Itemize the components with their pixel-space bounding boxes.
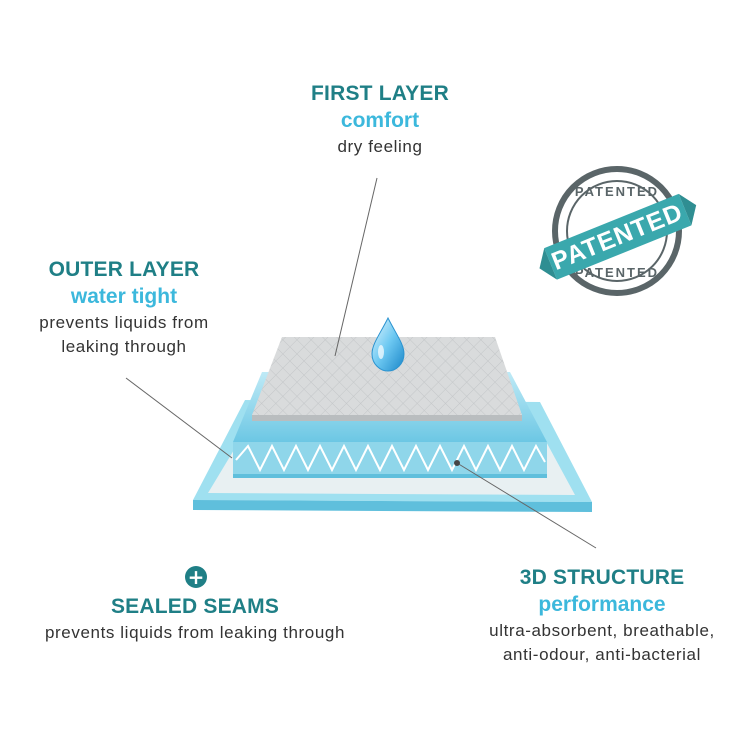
first-layer-shape [252, 337, 522, 421]
structure-desc-1: ultra-absorbent, breathable, [489, 621, 715, 640]
structure-desc-2: anti-odour, anti-bacterial [503, 645, 701, 664]
structure-title: 3D STRUCTURE [519, 566, 685, 589]
sealed-seams-desc: prevents liquids from leaking through [44, 623, 346, 642]
patented-stamp: PATENTED PATENTED PATENTED [539, 166, 697, 296]
sealed-seams-callout: SEALED SEAMS prevents liquids from leaki… [10, 595, 380, 645]
outer-layer-desc-2: leaking through [61, 337, 187, 356]
first-layer-callout: FIRST LAYER comfort dry feeling [280, 82, 480, 159]
outer-layer-callout: OUTER LAYER water tight prevents liquids… [14, 258, 234, 359]
water-drop-icon [371, 316, 405, 372]
plus-icon: + [185, 566, 207, 588]
stamp-small-bottom: PATENTED [575, 265, 659, 280]
outer-layer-subtitle: water tight [70, 285, 178, 308]
structure-leader [456, 462, 597, 549]
sealed-seams-title: SEALED SEAMS [110, 595, 280, 618]
structure-callout: 3D STRUCTURE performance ultra-absorbent… [462, 566, 742, 667]
outer-layer-leader [125, 377, 233, 459]
first-layer-leader [334, 177, 378, 357]
first-layer-desc: dry feeling [337, 137, 423, 156]
structure-subtitle: performance [538, 593, 666, 616]
outer-layer-title: OUTER LAYER [48, 258, 200, 281]
outer-layer-desc-1: prevents liquids from [39, 313, 209, 332]
first-layer-subtitle: comfort [340, 109, 420, 132]
first-layer-title: FIRST LAYER [311, 82, 449, 105]
stamp-small-top: PATENTED [575, 184, 659, 199]
